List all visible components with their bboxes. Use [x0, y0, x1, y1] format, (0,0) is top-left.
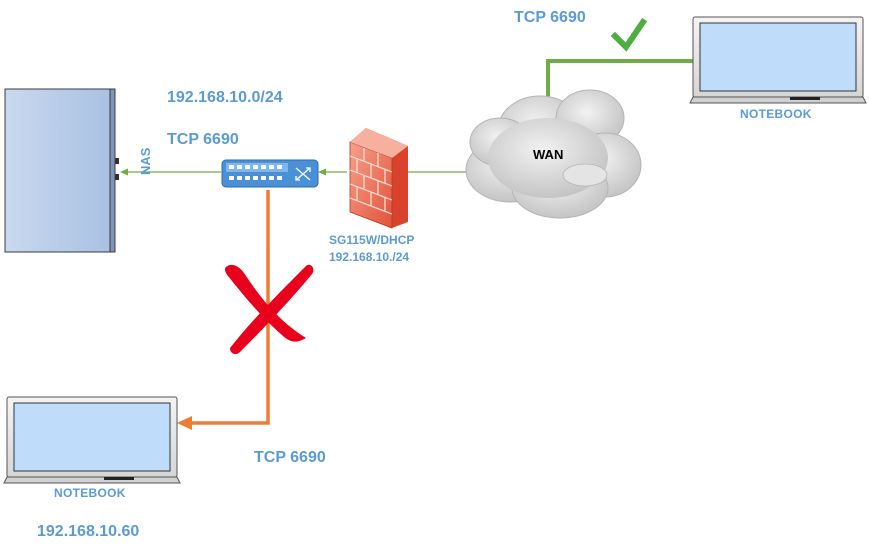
wan-cloud-icon[interactable] — [465, 89, 642, 219]
link-firewall-to-switch-arrow — [318, 168, 326, 176]
laptop-icon-remote[interactable] — [689, 16, 867, 104]
wan-label: WAN — [533, 147, 564, 162]
firewall-subnet-label: 192.168.10./24 — [329, 250, 410, 264]
network-switch-icon[interactable] — [221, 159, 319, 188]
link-switch-to-nas — [120, 168, 221, 176]
tcp-port-label-remote: TCP 6690 — [514, 9, 586, 26]
firewall-icon[interactable] — [349, 128, 408, 229]
tcp-port-label-nas: TCP 6690 — [167, 131, 239, 148]
link-switch-to-local-notebook — [177, 190, 270, 430]
nas-label: NAS — [138, 147, 153, 175]
tcp-port-label-local: TCP 6690 — [254, 449, 326, 466]
notebook-label-remote: NOTEBOOK — [740, 107, 812, 121]
firewall-name-label: SG115W/DHCP — [329, 233, 415, 247]
notebook-ip-label: 192.168.10.60 — [37, 523, 140, 540]
notebook-label-local: NOTEBOOK — [54, 486, 126, 500]
subnet-label: 192.168.10.0/24 — [167, 89, 283, 106]
laptop-icon-local[interactable] — [3, 396, 181, 484]
nas-server-icon[interactable] — [4, 88, 119, 253]
check-mark-icon — [610, 17, 648, 52]
cross-mark-icon — [224, 264, 314, 355]
